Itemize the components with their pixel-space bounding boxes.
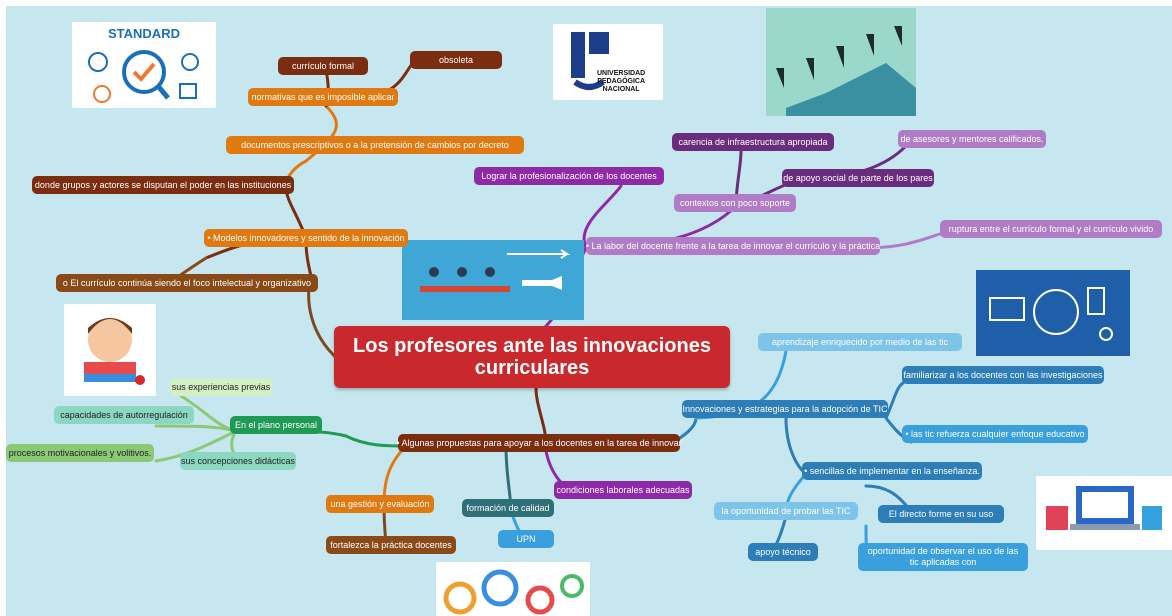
node-carencia[interactable]: carencia de infraestructura apropiada bbox=[672, 133, 834, 151]
gears-image bbox=[436, 562, 590, 616]
node-innovaciones[interactable]: Innovaciones y estrategias para la adopc… bbox=[682, 400, 888, 418]
node-oportunidad-probar[interactable]: la oportunidad de probar las TIC bbox=[714, 502, 858, 520]
rowing-boat-icon bbox=[402, 240, 584, 320]
node-documentos[interactable]: documentos prescriptivos o a la pretensi… bbox=[226, 136, 524, 154]
laptop-books-icon bbox=[1046, 486, 1162, 530]
upn-logo-icon bbox=[571, 32, 609, 90]
node-ruptura[interactable]: ruptura entre el currículo formal y el c… bbox=[940, 220, 1162, 238]
technology-head-image bbox=[976, 270, 1130, 356]
node-normativas[interactable]: normativas que es imposible aplicar bbox=[248, 88, 398, 106]
node-labor[interactable]: • La labor del docente frente a la tarea… bbox=[586, 237, 880, 255]
node-aprendizaje[interactable]: aprendizaje enriquecido por medio de las… bbox=[758, 333, 962, 351]
upn-line3: NACIONAL bbox=[602, 86, 640, 93]
gears-icon bbox=[443, 569, 584, 615]
standard-label: STANDARD bbox=[108, 26, 180, 41]
central-title: Los profesores ante las innovaciones cur… bbox=[353, 335, 711, 379]
node-lograr[interactable]: Lograr la profesionalización de los doce… bbox=[474, 167, 664, 185]
node-contextos[interactable]: contextos con poco soporte bbox=[674, 194, 796, 212]
upn-line2: PEDAGÓGICA bbox=[597, 78, 646, 85]
rowing-team-image bbox=[402, 240, 584, 320]
node-condiciones[interactable]: condiciones laborales adecuadas bbox=[554, 481, 692, 499]
node-apoyo-tecnico[interactable]: apoyo técnico bbox=[748, 543, 818, 561]
node-plano-personal[interactable]: En el plano personal bbox=[230, 416, 322, 434]
node-upn[interactable]: UPN bbox=[498, 530, 554, 548]
node-apoyo-social[interactable]: de apoyo social de parte de los pares bbox=[782, 169, 934, 187]
node-directo[interactable]: El directo forme en su uso bbox=[878, 505, 1004, 523]
node-experiencias[interactable]: sus experiencias previas bbox=[170, 378, 272, 396]
mind-map-canvas: STANDARD UNIVERSIDAD PEDAGÓGICA NACIONAL bbox=[6, 6, 1172, 616]
e-learning-image bbox=[1036, 476, 1172, 550]
magnifier-icon bbox=[88, 50, 199, 103]
node-refuerza[interactable]: • las tic refuerza cualquier enfoque edu… bbox=[902, 425, 1088, 443]
node-asesores[interactable]: de asesores y mentores calificados. bbox=[898, 130, 1046, 148]
standard-image: STANDARD bbox=[72, 22, 216, 108]
node-oportunidad-observar[interactable]: oportunidad de observar el uso de las ti… bbox=[858, 543, 1028, 571]
upn-logo: UNIVERSIDAD PEDAGÓGICA NACIONAL bbox=[553, 24, 663, 100]
girl-reading-icon bbox=[84, 318, 145, 385]
central-topic[interactable]: Los profesores ante las innovaciones cur… bbox=[334, 326, 730, 388]
staircase-hand-image bbox=[766, 8, 916, 116]
node-procesos[interactable]: procesos motivacionales y volitivos. bbox=[6, 444, 154, 462]
node-modelos[interactable]: • Modelos innovadores y sentido de la in… bbox=[204, 229, 408, 247]
node-curriculo-foco[interactable]: o El currículo continúa siendo el foco i… bbox=[56, 274, 318, 292]
node-curriculo-formal[interactable]: currículo formal bbox=[278, 57, 368, 75]
node-grupos[interactable]: donde grupos y actores se disputan el po… bbox=[32, 176, 294, 194]
node-gestion[interactable]: una gestión y evaluación bbox=[326, 495, 434, 513]
node-fortalezca[interactable]: fortalezca la práctica docentes bbox=[326, 536, 456, 554]
node-familiarizar[interactable]: familiarizar a los docentes con las inve… bbox=[902, 366, 1104, 384]
node-sencillas[interactable]: • sencillas de implementar en la enseñan… bbox=[802, 462, 982, 480]
people-climbing-icon bbox=[766, 8, 916, 116]
node-propuestas[interactable]: • Algunas propuestas para apoyar a los d… bbox=[396, 434, 682, 452]
girl-reading-image bbox=[64, 304, 156, 396]
node-formacion[interactable]: formación de calidad bbox=[462, 499, 554, 517]
upn-line1: UNIVERSIDAD bbox=[597, 70, 646, 77]
tech-head-icon bbox=[976, 270, 1130, 356]
node-concepciones[interactable]: sus concepciones didácticas bbox=[180, 452, 296, 470]
node-autorregulacion[interactable]: capacidades de autorregulación bbox=[54, 406, 194, 424]
node-obsoleta[interactable]: obsoleta bbox=[410, 51, 502, 69]
